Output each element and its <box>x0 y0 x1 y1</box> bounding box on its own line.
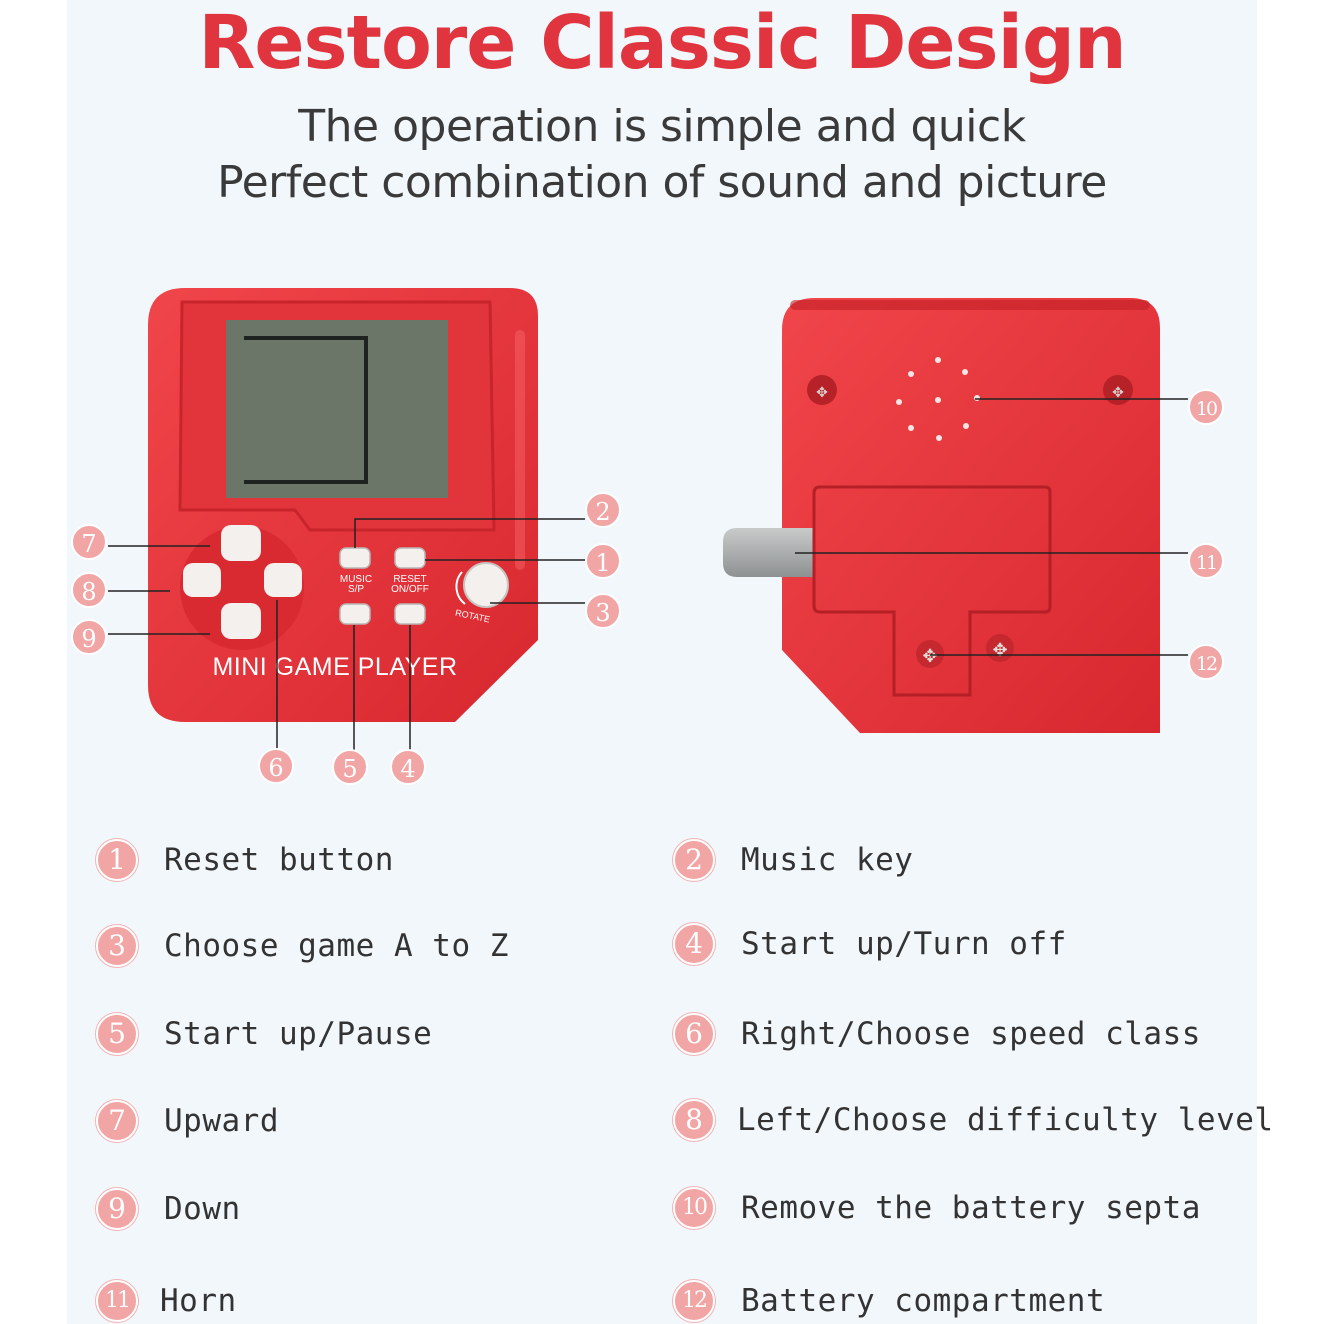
subtitle-line-2: Perfect combination of sound and picture <box>217 157 1107 208</box>
legend-text-12: Battery compartment <box>741 1283 1106 1319</box>
legend-item-11: 11 Horn <box>96 1279 237 1323</box>
callout-badges: 2 1 3 4 5 6 7 8 9 10 11 12 <box>71 389 1224 785</box>
legend-item-6: 6 Right/Choose speed class <box>673 1012 1201 1056</box>
lcd-frame-line <box>244 336 368 484</box>
callout-2: 2 <box>595 498 610 526</box>
speaker-grille-icon <box>896 357 980 441</box>
page-title: Restore Classic Design <box>198 0 1126 86</box>
legend-item-1: 1 Reset button <box>96 838 394 882</box>
battery-compartment-cover <box>812 485 1052 697</box>
callout-8: 8 <box>81 578 96 606</box>
callout-7: 7 <box>81 530 96 558</box>
sp-label: S/P <box>348 584 364 595</box>
screw-right-icon: ✥ <box>1112 385 1124 401</box>
screw-hole-right <box>1103 375 1133 405</box>
screw-bottom-left-icon: ✥ <box>922 646 937 667</box>
legend-badge-4: 4 <box>673 923 715 965</box>
legend-item-8: 8 Left/Choose difficulty level <box>673 1098 1274 1142</box>
lcd-screen <box>226 320 448 498</box>
screw-left-icon: ✥ <box>816 385 828 401</box>
legend-text-4: Start up/Turn off <box>741 926 1067 962</box>
legend-badge-6: 6 <box>673 1013 715 1055</box>
reset-button[interactable] <box>394 547 426 569</box>
callout-1: 1 <box>595 549 610 577</box>
callout-5: 5 <box>342 755 357 783</box>
legend-badge-5: 5 <box>96 1013 138 1055</box>
legend-text-9: Down <box>164 1191 241 1227</box>
dpad-right[interactable] <box>264 563 302 597</box>
legend-badge-11: 11 <box>96 1280 138 1322</box>
dpad-left[interactable] <box>183 563 221 597</box>
onoff-label: ON/OFF <box>391 584 429 595</box>
legend-item-9: 9 Down <box>96 1187 241 1231</box>
device-front: MUSIC S/P RESET ON/OFF ROTATE MINI GAME … <box>148 288 538 722</box>
legend-text-6: Right/Choose speed class <box>741 1016 1201 1052</box>
legend-badge-8: 8 <box>673 1099 715 1141</box>
callout-11: 11 <box>1196 552 1216 574</box>
legend-badge-2: 2 <box>673 839 715 881</box>
screw-hole-bottom-left <box>916 640 944 668</box>
legend-text-11: Horn <box>160 1283 237 1319</box>
legend-item-3: 3 Choose game A to Z <box>96 924 509 968</box>
legend-item-10: 10 Remove the battery septa <box>673 1186 1201 1230</box>
back-body <box>782 298 1160 733</box>
legend-badge-7: 7 <box>96 1100 138 1142</box>
edge-highlight <box>515 330 525 570</box>
callout-lines <box>108 398 1188 750</box>
dpad-down[interactable] <box>221 603 261 639</box>
legend-text-2: Music key <box>741 842 914 878</box>
callout-9: 9 <box>81 625 96 653</box>
subtitle-line-1: The operation is simple and quick <box>298 101 1026 152</box>
legend-text-1: Reset button <box>164 842 394 878</box>
legend-badge-1: 1 <box>96 839 138 881</box>
music-label: MUSIC <box>340 574 372 585</box>
legend-item-2: 2 Music key <box>673 838 913 882</box>
dpad-well <box>180 526 304 650</box>
legend-text-3: Choose game A to Z <box>164 928 509 964</box>
callout-3: 3 <box>595 599 610 627</box>
callout-12: 12 <box>1196 653 1217 675</box>
legend-text-10: Remove the battery septa <box>741 1190 1201 1226</box>
legend-badge-9: 9 <box>96 1188 138 1230</box>
legend-badge-3: 3 <box>96 925 138 967</box>
legend-item-5: 5 Start up/Pause <box>96 1012 432 1056</box>
callout-4: 4 <box>400 755 415 783</box>
start-pause-button[interactable] <box>339 603 371 625</box>
legend-badge-12: 12 <box>673 1280 715 1322</box>
rotate-button[interactable] <box>463 562 509 608</box>
music-button[interactable] <box>339 547 371 569</box>
legend-item-7: 7 Upward <box>96 1099 279 1143</box>
power-button[interactable] <box>394 603 426 625</box>
legend-item-12: 12 Battery compartment <box>673 1279 1105 1323</box>
brand-text: MINI GAME PLAYER <box>212 653 457 681</box>
battery-pull-tab <box>723 528 815 577</box>
device-back: ✥ ✥ ✥ ✥ <box>723 298 1160 733</box>
rotate-arc-icon <box>455 571 466 605</box>
dpad-up[interactable] <box>221 525 261 561</box>
screw-hole-left <box>807 375 837 405</box>
callout-6: 6 <box>268 754 283 782</box>
screw-bottom-right-icon: ✥ <box>992 640 1007 661</box>
back-top-edge <box>790 300 1150 310</box>
legend-text-7: Upward <box>164 1103 279 1139</box>
legend-text-5: Start up/Pause <box>164 1016 433 1052</box>
reset-label: RESET <box>393 574 426 585</box>
legend-text-8: Left/Choose difficulty level <box>737 1102 1274 1138</box>
legend-badge-10: 10 <box>673 1187 715 1229</box>
legend-item-4: 4 Start up/Turn off <box>673 922 1067 966</box>
callout-10: 10 <box>1196 398 1217 420</box>
